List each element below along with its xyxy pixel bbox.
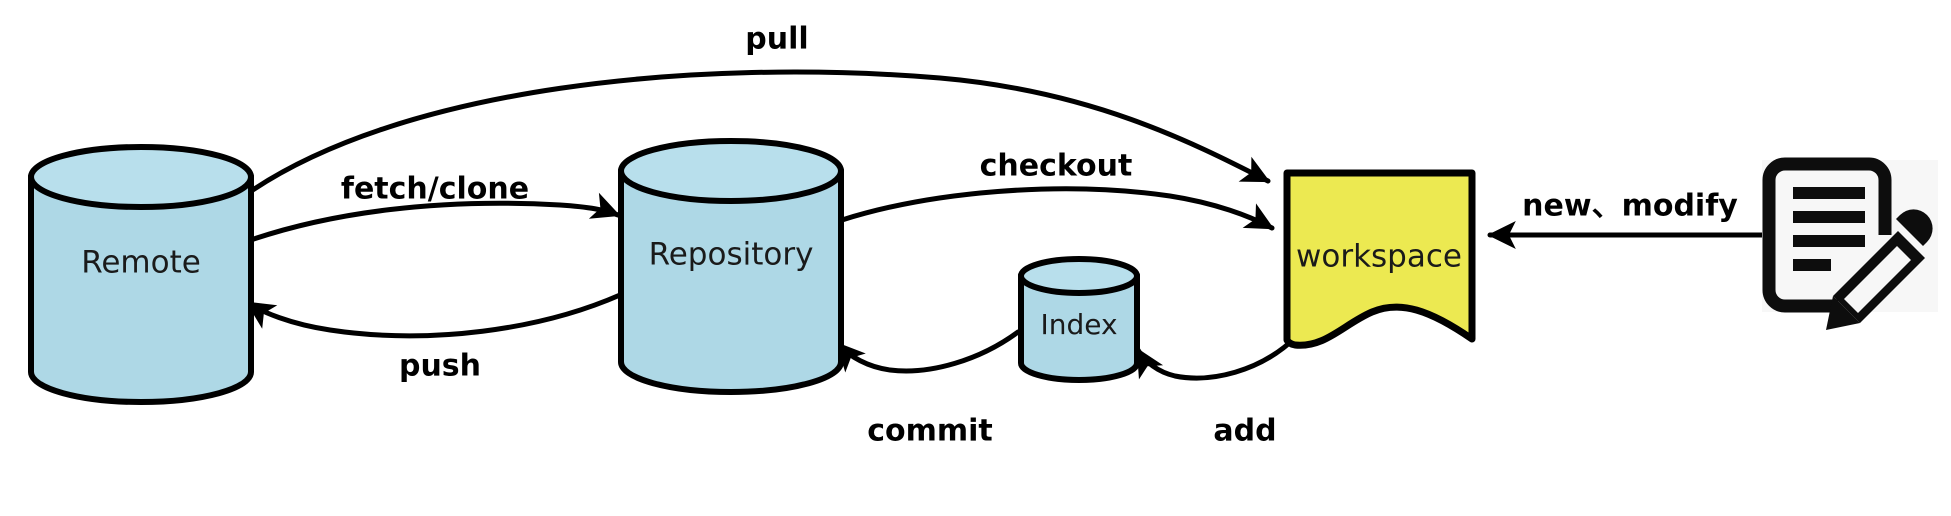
repository-cylinder-body xyxy=(618,167,844,395)
node-repository[interactable]: Repository xyxy=(618,138,844,395)
edge-push: push xyxy=(245,292,623,384)
edge-label-push: push xyxy=(399,349,481,384)
edge-push-path xyxy=(245,292,623,339)
document-text-line-4 xyxy=(1793,259,1831,271)
edge-label-new-modify: new、modify xyxy=(1522,189,1738,224)
index-cylinder-top xyxy=(1018,256,1140,296)
document-text-line-3 xyxy=(1793,235,1865,247)
remote-cylinder-body xyxy=(28,173,254,405)
pencil-cap xyxy=(1896,209,1933,246)
edge-add-path xyxy=(1135,334,1299,381)
edge-checkout-path xyxy=(839,186,1275,231)
document-text-line-2 xyxy=(1793,211,1865,223)
edge-pull-path xyxy=(241,69,1271,199)
document-page-outline xyxy=(1762,157,1892,313)
edge-checkout: checkout xyxy=(839,149,1275,231)
remote-label: Remote xyxy=(81,245,201,281)
remote-cylinder-top xyxy=(28,144,254,210)
index-cylinder-body xyxy=(1018,272,1140,383)
edge-commit-path xyxy=(835,329,1021,374)
repository-cylinder-top xyxy=(618,138,844,204)
pencil-tip xyxy=(1826,296,1860,330)
document-text-line-1 xyxy=(1793,187,1865,199)
node-file-document[interactable] xyxy=(1762,157,1938,330)
workspace-label: workspace xyxy=(1296,239,1462,275)
edge-fetch-clone-path xyxy=(242,192,621,245)
pencil-body-highlight xyxy=(1844,246,1911,313)
edge-pull: pull xyxy=(241,22,1271,199)
edge-new-modify: new、modify xyxy=(1487,189,1765,249)
node-workspace[interactable]: workspace xyxy=(1283,169,1476,349)
edge-add: add xyxy=(1135,334,1299,449)
edge-label-pull: pull xyxy=(745,22,808,57)
repository-label: Repository xyxy=(649,237,814,273)
index-label: Index xyxy=(1040,308,1117,341)
node-index[interactable]: Index xyxy=(1018,256,1140,383)
edge-label-commit: commit xyxy=(867,414,993,449)
edge-fetch-clone: fetch/clone xyxy=(242,172,621,245)
edge-label-fetch-clone: fetch/clone xyxy=(341,172,529,207)
edge-label-add: add xyxy=(1213,414,1276,449)
edge-label-checkout: checkout xyxy=(980,149,1133,184)
node-remote[interactable]: Remote xyxy=(28,144,254,405)
workspace-shape xyxy=(1283,169,1476,349)
edge-commit: commit xyxy=(835,329,1021,449)
